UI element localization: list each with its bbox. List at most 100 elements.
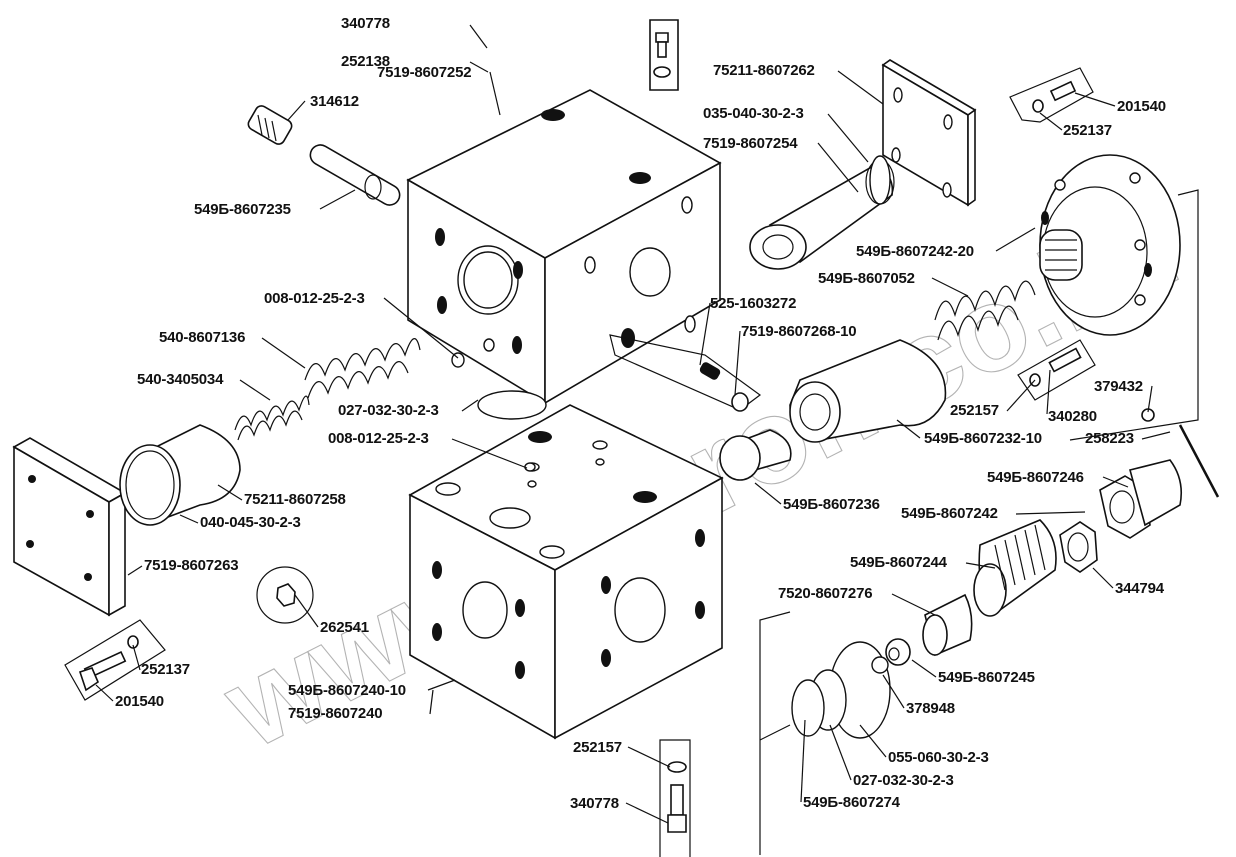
leader-line [1141, 431, 1171, 440]
part-number-label: 340778 [570, 795, 619, 812]
plug [719, 429, 792, 481]
part-callout: 040-045-30-2-3 [179, 514, 301, 531]
right-cover-plate [881, 59, 977, 207]
part-number-label: 549Б-8607235 [194, 201, 291, 218]
part-number-label: 252137 [1063, 122, 1112, 139]
part-number-label: 7519-8607263 [144, 557, 238, 574]
part-callout: 7519-8607252 [377, 64, 501, 116]
left-cover-plate [12, 437, 127, 617]
spring-540-3405034 [234, 395, 310, 441]
leader-line [965, 562, 996, 569]
part-callout: 340778 [570, 795, 669, 824]
part-number-label: 314612 [310, 93, 359, 110]
leader-line [931, 277, 969, 297]
part-number-label: 252157 [950, 402, 999, 419]
part-number-label: 540-3405034 [137, 371, 224, 388]
part-number-label: 7519-8607254 [703, 135, 798, 152]
part-number-label: 540-8607136 [159, 329, 245, 346]
part-callout: 344794 [1092, 567, 1165, 597]
part-callout: 027-032-30-2-3 [829, 724, 954, 789]
part-number-label: 7519-8607240 [288, 705, 382, 722]
part-callout: 252157 [950, 379, 1036, 419]
part-callout: 7519-8607254 [703, 135, 859, 193]
part-callout: 540-3405034 [137, 371, 271, 401]
tube [309, 144, 401, 206]
part-callout: 378948 [882, 674, 955, 717]
leader-line [800, 719, 806, 803]
part-callout: 055-060-30-2-3 [859, 724, 989, 766]
leader-line [429, 689, 434, 715]
leader-line [427, 679, 456, 691]
part-callout: 379432 [1094, 378, 1153, 413]
part-number-label: 252137 [141, 661, 190, 678]
part-callout: 008-012-25-2-3 [328, 430, 528, 469]
leader-line [754, 482, 782, 505]
part-callout: 7519-8607263 [127, 557, 239, 576]
part-number-label: 008-012-25-2-3 [264, 290, 365, 307]
leader-line [383, 297, 459, 359]
part-callout: 75211-8607262 [713, 62, 884, 105]
leader-line [837, 70, 884, 105]
part-callout: 525-1603272 [699, 295, 796, 366]
part-callout: 549Б-8607052 [818, 270, 969, 297]
part-number-label: 201540 [115, 693, 164, 710]
part-number-label: 7519-8607252 [377, 64, 471, 81]
spring-549B-8607052 [934, 280, 1036, 341]
part-callout: 549Б-8607235 [194, 189, 356, 218]
check-valve-parts [609, 334, 762, 412]
leader-line [95, 684, 114, 702]
o-rings [451, 155, 891, 739]
leader-line [469, 24, 488, 49]
leader-line [132, 644, 141, 671]
nut-344794 [1059, 521, 1098, 573]
leader-line [829, 724, 852, 781]
part-callout: 252137 [132, 644, 190, 678]
leader-line [827, 113, 869, 163]
lower-valve-block [408, 404, 724, 740]
leader-line [261, 337, 306, 369]
rod-258223 [1178, 424, 1220, 498]
part-callout: 7519-8607268-10 [734, 323, 857, 396]
part-callout: 549Б-8607244 [850, 554, 996, 571]
part-number-label: 549Б-8607242 [901, 505, 998, 522]
leader-line [179, 514, 199, 524]
leader-line [489, 71, 501, 116]
leader-line [1015, 511, 1086, 515]
part-number-label: 201540 [1117, 98, 1166, 115]
part-callout: 252138 [341, 53, 489, 73]
flow-arrows [759, 189, 1199, 855]
part-number-label: 252157 [573, 739, 622, 756]
leader-line [817, 142, 859, 193]
part-number-label: 549Б-8607052 [818, 270, 915, 287]
leader-line [1092, 567, 1114, 589]
part-number-label: 549Б-8607246 [987, 469, 1084, 486]
part-number-label: 252138 [341, 53, 390, 70]
part-number-label: 035-040-30-2-3 [703, 105, 804, 122]
cap-nut-549B-8607246 [1099, 459, 1183, 539]
fitting [247, 105, 293, 145]
bolt-340778-top [649, 19, 679, 91]
part-number-label: 549Б-8607240-10 [288, 682, 406, 699]
leader-line [469, 61, 489, 73]
leader-line [287, 100, 306, 121]
leader-line [882, 674, 905, 709]
leader-line [625, 802, 669, 824]
threaded-sleeve [973, 519, 1057, 617]
valve-seat-549B-8607245 [885, 638, 911, 666]
part-callout: 252157 [573, 739, 671, 768]
part-callout: 035-040-30-2-3 [703, 105, 869, 163]
part-callout: 549Б-8607232-10 [896, 419, 1042, 447]
part-number-label: 549Б-8607245 [938, 669, 1035, 686]
part-number-label: 258223 [1085, 430, 1134, 447]
leader-line [859, 724, 887, 758]
bolt-340778-bottom [659, 739, 691, 857]
leader-line [294, 594, 319, 628]
part-number-label: 525-1603272 [710, 295, 796, 312]
leader-line [239, 379, 271, 401]
part-callout: 7519-8607240 [288, 689, 434, 722]
leader-line [891, 593, 936, 616]
leader-line [1102, 476, 1129, 488]
part-callout: 549Б-8607240-10 [288, 679, 456, 699]
part-number-label: 040-045-30-2-3 [200, 514, 301, 531]
